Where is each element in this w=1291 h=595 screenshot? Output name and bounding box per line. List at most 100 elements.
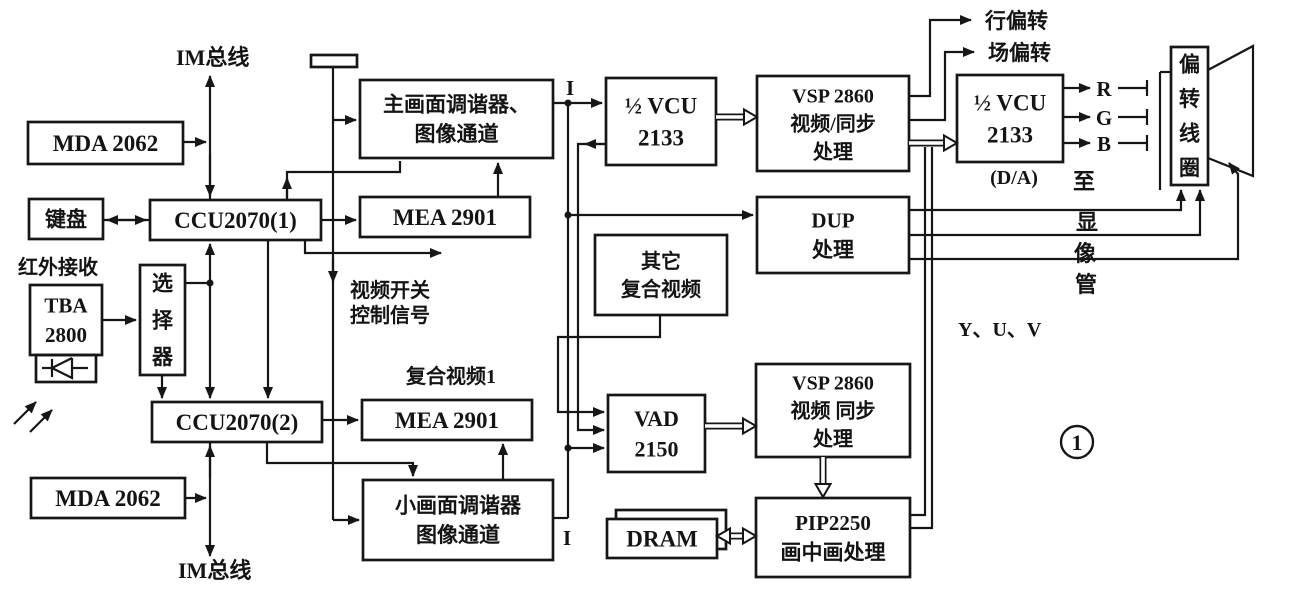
node-label: 处理 [811,238,854,262]
junction-dot [564,444,572,452]
wire [556,315,662,417]
junction-dot [206,279,214,287]
node-main-tuner: 主画面调谐器、图像通道 [358,78,555,160]
label-v-deflection: 场偏转 [988,41,1051,65]
node-label: 择 [152,308,174,332]
wire [49,357,74,380]
label-im-bus-bottom: IM总线 [178,558,251,583]
figure-number-circle [1059,424,1095,460]
junction-dot [564,99,572,107]
open-arrow-head [714,526,731,546]
node-label: 画中画处理 [781,541,886,565]
wire [910,147,927,517]
wire [265,442,418,477]
open-arrow-head [742,526,759,546]
node-label: 器 [151,345,174,369]
open-arrows [705,107,960,546]
node-vad: VAD 2150 [606,393,707,474]
wire [909,189,1205,237]
label-composite-video-1: 复合视频1 [405,364,496,388]
wire [910,147,934,530]
junction-dots [206,99,572,452]
node-label: VAD [634,406,679,431]
label-video-switch-line2: 控制信号 [350,303,430,327]
node-label: 主画面调谐器、 [383,93,530,117]
label-figure-number: 1 [1072,430,1083,455]
node-tba2800: TBA 2800 [28,283,104,357]
open-arrow-head [813,483,833,500]
label-ir-receive: 红外接收 [18,255,98,279]
label-to-crt-4: 管 [1075,272,1097,297]
node-vcu1: ½ VCU 2133 [604,76,718,167]
open-arrow-head [742,416,759,436]
node-mda-top: MDA 2062 [26,120,185,166]
node-label: 2133 [638,126,684,151]
label-da-label: (D/A) [990,167,1038,189]
node-dram: DRAM [605,517,719,560]
node-label: 2800 [45,323,87,347]
node-label: CCU2070(2) [176,410,299,435]
node-label: DRAM [626,527,698,552]
label-to-crt-3: 像 [1074,241,1097,266]
node-label: 线 [1179,122,1200,146]
node-label: MEA 2901 [395,408,499,433]
wires [13,15,1255,557]
node-label: PIP2250 [795,511,871,535]
node-label: VSP 2860 [792,373,874,395]
node-mea1: MEA 2901 [358,195,532,239]
open-arrow-head [943,133,960,153]
node-label: 偏 [1179,53,1200,77]
node-mda-bottom: MDA 2062 [29,476,187,520]
node-vcu2: ½ VCU 2133 [955,73,1065,164]
label-if-top: I [566,76,574,100]
wire [303,240,442,258]
label-h-deflection: 行偏转 [984,9,1048,33]
node-label: 2133 [987,123,1033,148]
node-label: 小画面调谐器 [395,494,522,518]
node-label: 视频/同步 [790,112,876,136]
node-label: 2150 [635,437,679,462]
node-label: ½ VCU [974,90,1047,115]
node-label: DUP [811,209,854,233]
label-b-out: B [1097,132,1111,156]
node-label: TBA [44,294,88,318]
node-pip: PIP2250 画中画处理 [754,496,912,579]
wire [1207,44,1255,178]
node-selector: 选择器 [138,263,187,377]
node-ir-sensor [34,353,98,384]
node-label: 圈 [1179,156,1200,180]
nodes: MDA 2062 键盘 CCU2070(1) TBA 2800 选择器 CCU2070(2)… [26,45,1210,579]
node-keyboard: 键盘 [27,197,105,241]
node-label: 视频 同步 [791,399,876,423]
wire [285,161,402,200]
node-ccu1: CCU2070(1) [148,198,323,242]
node-label: 选 [152,272,173,296]
node-label: 其它 [641,249,681,273]
node-label: ½ VCU [625,93,698,118]
node-label: MDA 2062 [53,131,158,156]
wire [13,401,37,425]
node-label: 复合视频 [620,277,701,301]
node-mea2: MEA 2901 [360,398,534,442]
label-r-out: R [1096,77,1112,101]
junction-dot [564,211,572,219]
wire [909,47,975,122]
labels: IM总线IM总线红外接收视频开关控制信号复合视频1II(D/A)至显像管行偏转场… [18,9,1112,583]
node-label: 图像通道 [415,122,499,146]
label-video-switch-line1: 视频开关 [350,278,430,302]
node-dup: DUP 处理 [755,195,911,275]
node-label: 图像通道 [416,523,500,547]
label-im-bus-top: IM总线 [176,45,249,70]
label-yuv-label: Y、U、V [958,319,1042,341]
node-label: CCU2070(1) [174,208,297,233]
wire [29,409,53,433]
node-label: MDA 2062 [55,486,160,511]
node-label: 键盘 [45,207,87,231]
node-label: 转 [1179,87,1200,111]
node-label: 处理 [812,427,853,451]
